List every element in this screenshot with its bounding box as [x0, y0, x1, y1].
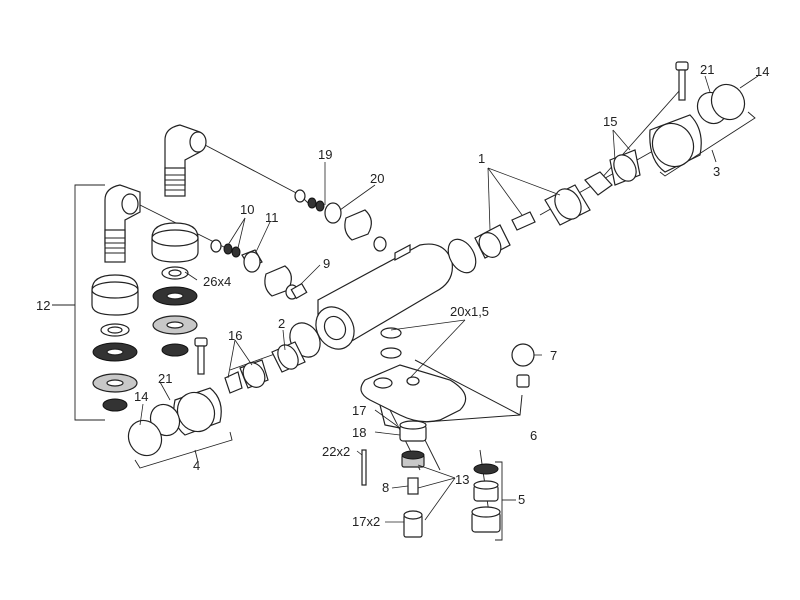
label-22x2: 22x2 — [322, 444, 350, 459]
upper-elbow-assembly — [164, 124, 207, 197]
label-3: 3 — [713, 164, 720, 179]
label-26x4: 26x4 — [203, 274, 231, 289]
label-8: 8 — [382, 480, 389, 495]
left-washer-stack — [91, 274, 139, 412]
label-13: 13 — [455, 472, 469, 487]
label-17x2: 17x2 — [352, 514, 380, 529]
label-2: 2 — [278, 316, 285, 331]
fittings-10-11-9 — [210, 239, 308, 300]
label-18: 18 — [352, 425, 366, 440]
right-handle — [609, 61, 746, 186]
label-5: 5 — [518, 492, 525, 507]
label-19: 19 — [318, 147, 332, 162]
label-21-left: 21 — [158, 371, 172, 386]
label-20: 20 — [370, 171, 384, 186]
label-17: 17 — [352, 403, 366, 418]
label-10: 10 — [240, 202, 254, 217]
left-handle — [127, 387, 222, 457]
group-brackets — [52, 111, 756, 541]
label-7: 7 — [550, 348, 557, 363]
label-16: 16 — [228, 328, 242, 343]
right-cartridge — [474, 171, 613, 259]
spout — [360, 359, 523, 429]
label-14-left: 14 — [134, 389, 148, 404]
part-labels: 1 2 3 4 5 6 7 8 9 10 11 12 13 14 14 15 1… — [36, 62, 769, 529]
lower-elbow-assembly — [104, 184, 141, 263]
label-9: 9 — [323, 256, 330, 271]
label-leaders — [139, 75, 759, 523]
valve-body — [289, 238, 477, 358]
fittings-19-20 — [294, 189, 387, 252]
label-11: 11 — [265, 210, 279, 225]
label-14-right: 14 — [755, 64, 769, 79]
label-15: 15 — [603, 114, 617, 129]
label-21-right: 21 — [700, 62, 714, 77]
bottom-parts — [361, 327, 535, 538]
right-washer-stack — [151, 222, 199, 357]
label-1: 1 — [478, 151, 485, 166]
label-12: 12 — [36, 298, 50, 313]
label-4: 4 — [193, 458, 200, 473]
left-cartridge — [194, 337, 306, 394]
label-6: 6 — [530, 428, 537, 443]
label-20x1-5: 20x1,5 — [450, 304, 489, 319]
